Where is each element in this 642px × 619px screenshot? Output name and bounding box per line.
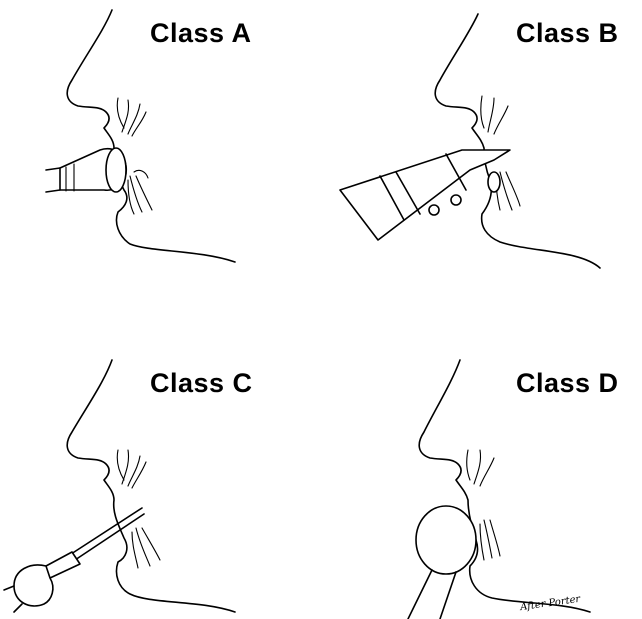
panel-a-tube-bottom [46,190,60,192]
panel-c-lower-hair [132,528,160,568]
panel-a-lower-hair [128,170,152,214]
panel-c-bell [14,565,53,606]
panel-a-tube-top [46,168,60,170]
panel-a-upper-hair [117,98,146,136]
panel-a-mouthpiece-rim [106,148,126,192]
panel-b-screw-2 [451,195,461,205]
class-d-label: Class D [516,368,619,399]
panel-b-lower-lip [488,172,500,192]
class-b-label: Class B [516,18,619,49]
panel-d-cup [416,506,476,574]
panel-c-upper-hair [117,450,146,488]
panel-d-stem-1 [408,570,432,619]
panel-b-mouthpiece-body [340,150,510,240]
panel-d-upper-hair [467,450,494,486]
panel-b-figure [340,14,600,268]
class-c-label: Class C [150,368,253,399]
panel-c-reed-bottom [72,514,144,562]
panel-b-screw-1 [429,205,439,215]
panel-c-reed-top [68,508,142,556]
panel-b-upper-hair [481,96,508,134]
panel-b-profile [435,14,600,268]
panel-d-lower-hair [480,520,500,560]
class-a-label: Class A [150,18,252,49]
panel-d-stem-2 [440,572,456,619]
